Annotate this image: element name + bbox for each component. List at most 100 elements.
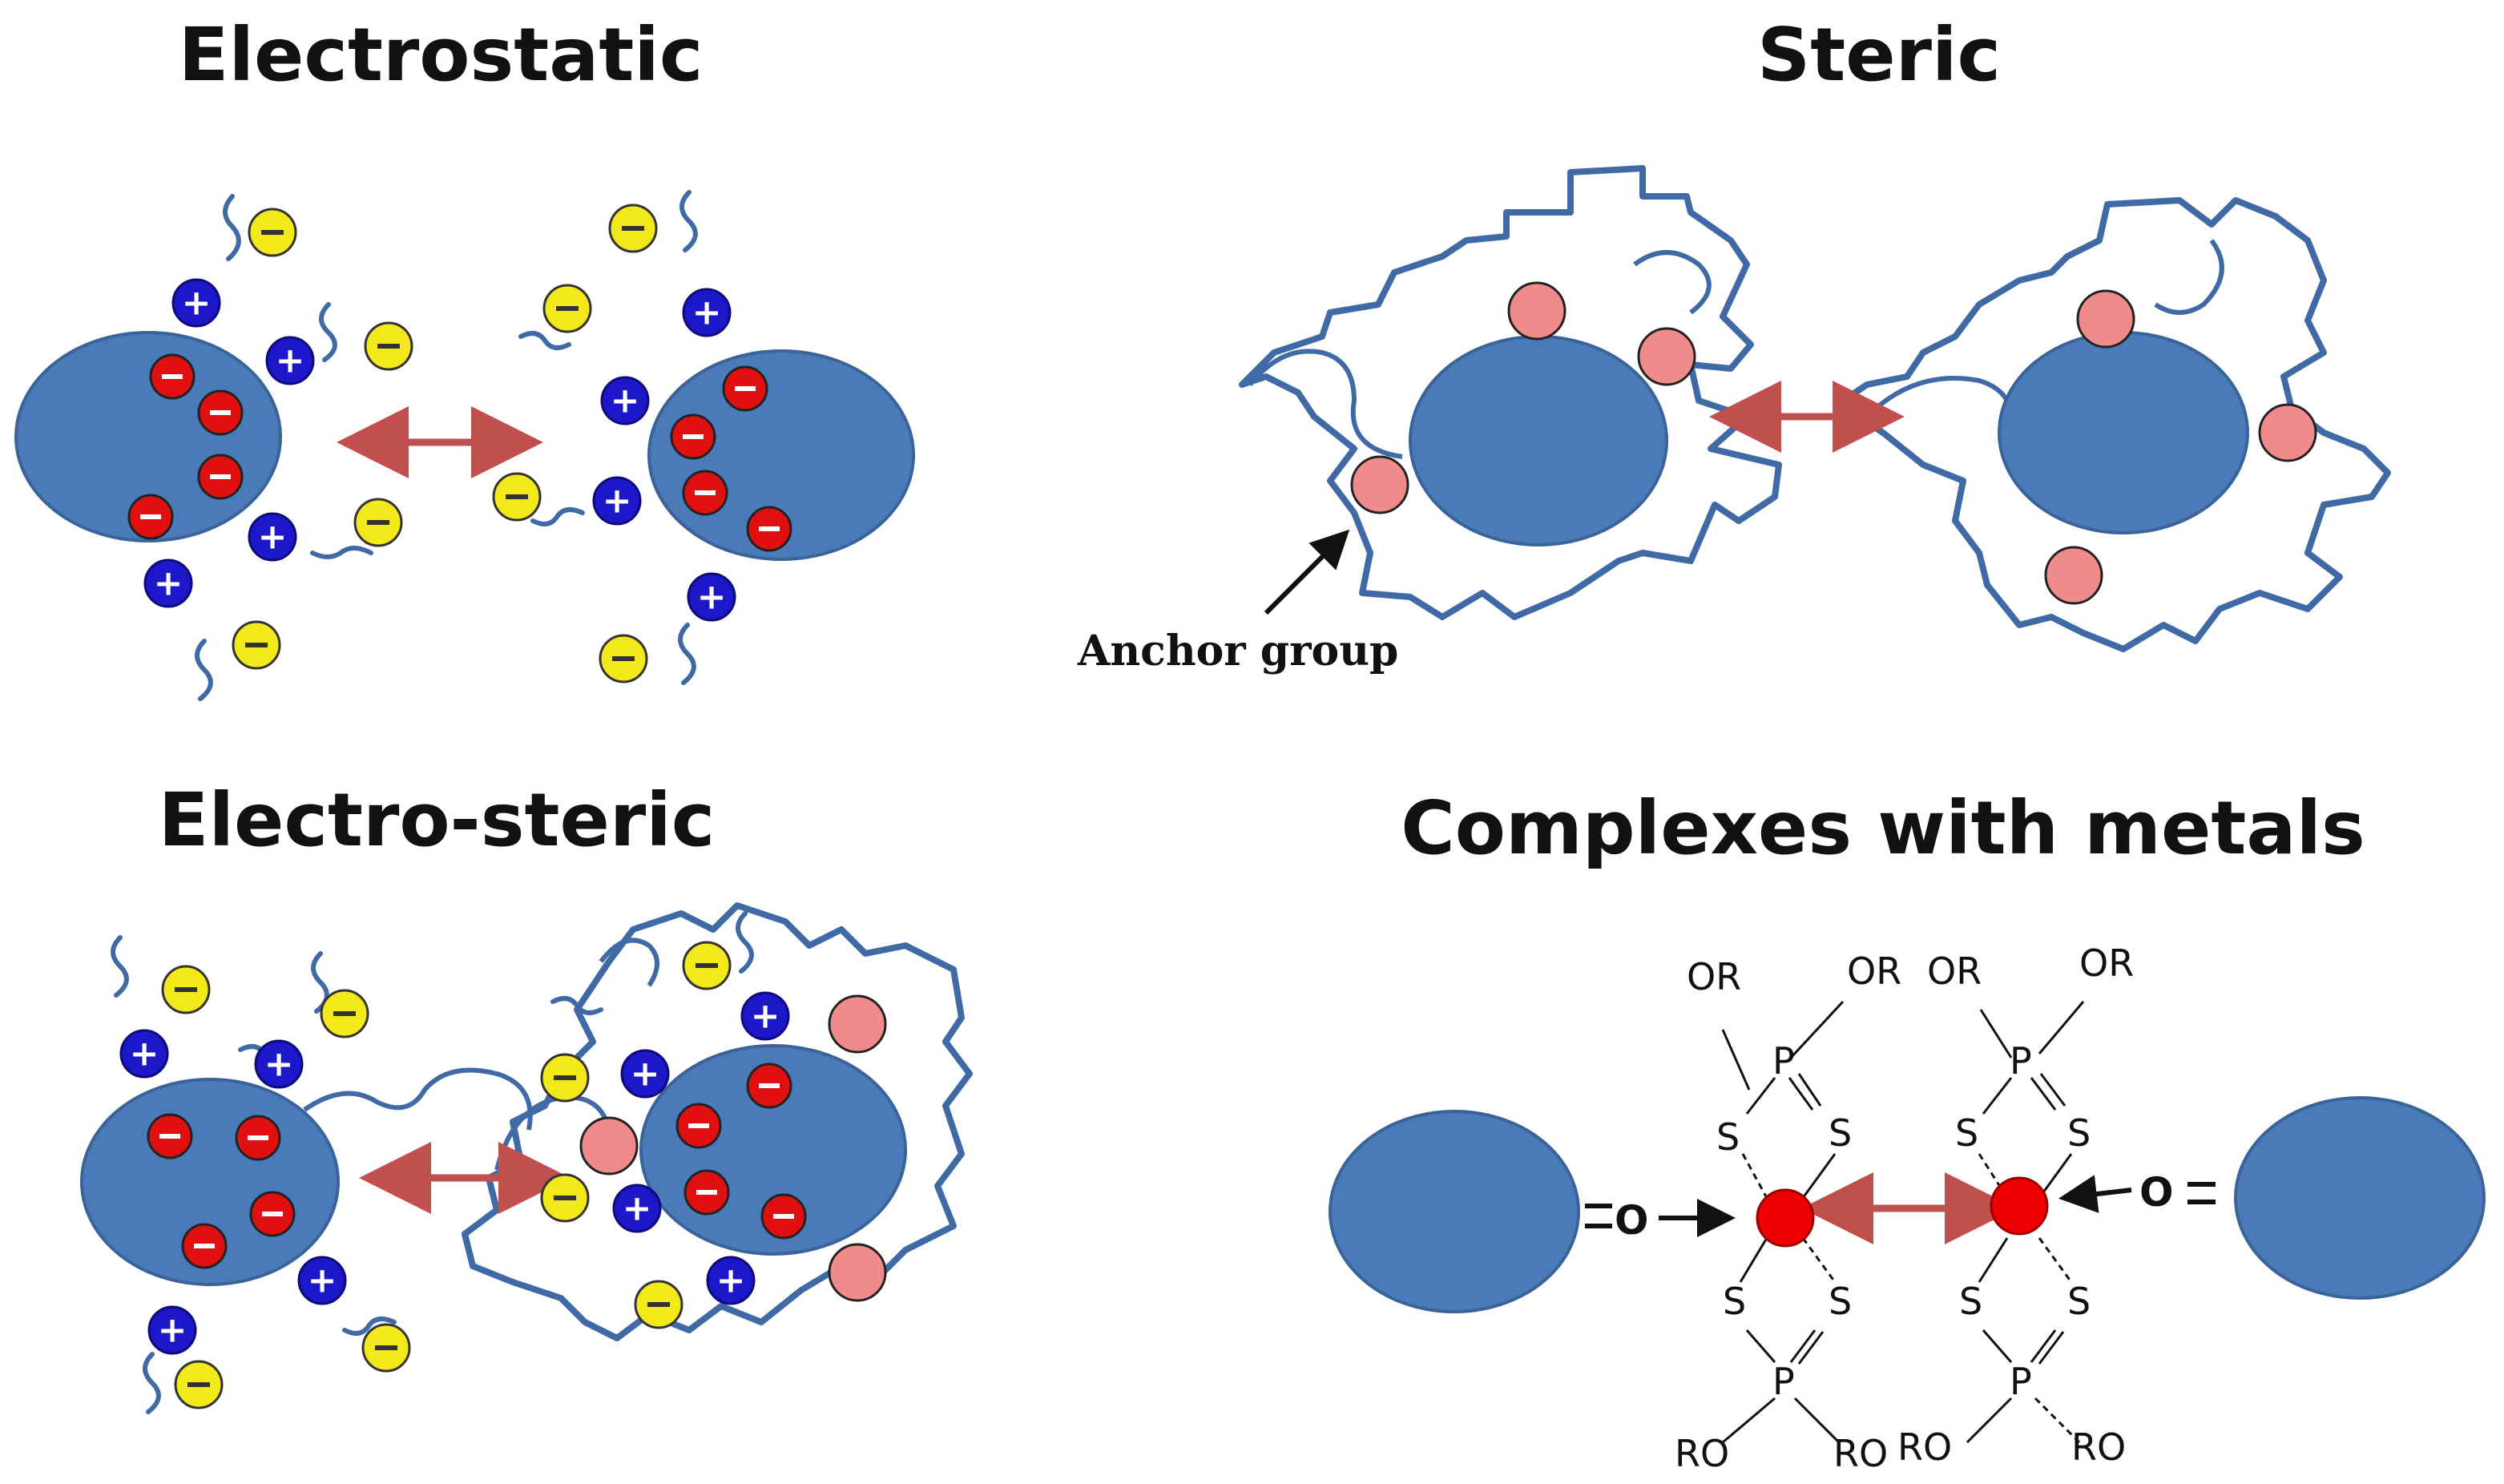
negative-ion [249,1191,296,1237]
counter-ions [161,941,732,1409]
polymer-chain [342,1317,397,1336]
panel-title-electrostatic: Electrostatic [179,12,704,98]
positive-ion: + [119,1029,169,1079]
particle-left [1409,335,1668,546]
ligand-or: OR [1927,950,1982,993]
carbonyl-group-right: O [2058,1169,2216,1216]
ligand-ro: RO [2071,1426,2126,1469]
anchor-group [828,994,887,1054]
svg-text:+: + [631,1054,660,1095]
polymer-loop [303,1067,533,1131]
svg-text:+: + [182,283,212,324]
polymer-chain [518,331,571,350]
sulfur-atom: S [1829,1111,1852,1155]
negative-ion [746,1063,792,1109]
polymer-loop [1865,376,2015,438]
svg-text:+: + [623,1188,652,1229]
polymer-chain [319,302,337,362]
negative-ion [746,506,792,552]
anchor-group [579,1116,639,1176]
svg-text:+: + [264,1044,294,1085]
sulfur-atom: S [1723,1280,1746,1323]
polymer-chain [678,623,696,685]
negative-ion [127,494,174,540]
positive-ions: + + + + + + + + [119,991,790,1355]
negative-ion-free [599,634,648,684]
sulfur-atom: S [1959,1280,1982,1323]
metal-complex-left [1721,1000,1845,1444]
positive-ion: + [600,376,650,425]
polymer-chain [530,507,585,526]
negative-ion-free [540,1053,590,1103]
svg-text:+: + [611,381,640,421]
negative-ion [235,1115,281,1161]
ligand-ro: RO [1675,1432,1729,1475]
panel-title-steric: Steric [1757,12,2001,98]
sulfur-atom: S [1955,1111,1978,1155]
positive-ion: + [248,512,297,562]
complex-left-labels: OR OR P S S S S P RO RO [1675,950,1901,1475]
particle-right [1998,331,2249,534]
polymer-chain [143,1352,161,1414]
svg-text:+: + [751,996,780,1037]
negative-ion [147,1113,193,1159]
svg-text:+: + [130,1034,159,1075]
polymer-chain [550,996,603,1015]
positive-ion: + [147,1305,197,1355]
sulfur-atom: S [1829,1280,1852,1323]
negative-ion-free [353,498,403,547]
polymer-chains [195,190,698,701]
svg-text:+: + [276,341,305,381]
complex-right-labels: OR OR P S S S S P RO RO [1897,942,2134,1469]
metal-center-right [1990,1176,2049,1236]
polymer-chain [111,935,129,998]
particle-surface-charges [147,1063,807,1269]
ligand-or: OR [1847,950,1901,993]
negative-ion-free [542,284,592,333]
negative-ion [149,353,196,400]
positive-ion: + [297,1256,347,1305]
panel-steric: Steric Anchor group [1077,12,2391,675]
sulfur-atom: S [2067,1280,2091,1323]
panel-title-complexes: Complexes with metals [1401,785,2365,871]
negative-ion [722,365,768,412]
particle-right [2234,1096,2486,1300]
anchor-group [2258,403,2317,462]
positive-ions: + + + + + + + + [143,278,736,622]
polymer-loop [1248,349,1403,459]
negative-ion [670,413,716,460]
phosphorus-atom: P [1772,1360,1795,1403]
negative-ion-free [364,321,413,371]
phosphorus-atom: P [1772,1039,1795,1083]
negative-ion-free [232,620,281,670]
negative-ion-free [608,204,658,253]
positive-ion: + [265,336,315,385]
negative-ion [682,470,728,516]
oxygen-atom: O [2139,1169,2174,1216]
anchor-group [1350,455,1409,514]
oxygen-atom: O [1615,1197,1649,1244]
anchor-pointer-arrow [1264,529,1350,615]
metal-center-left [1756,1188,1815,1248]
svg-text:+: + [258,517,288,558]
anchor-group [828,1243,887,1302]
svg-text:+: + [697,577,727,618]
negative-ion [197,454,244,500]
anchor-group [2044,546,2103,605]
panel-electrostatic: Electrostatic + [14,12,915,701]
positive-ion: + [254,1039,304,1089]
negative-ion [181,1223,228,1269]
positive-ion: + [592,476,642,526]
negative-ion-free [682,941,732,990]
anchor-group [1507,281,1567,341]
positive-ion: + [687,572,736,622]
svg-text:+: + [158,1310,187,1351]
negative-ion-free [320,989,369,1038]
svg-text:+: + [308,1260,337,1301]
negative-ion-free [634,1280,683,1329]
polymer-loop [599,938,659,987]
anchor-groups [579,994,887,1302]
counter-ions [232,204,658,684]
polymer-shell-left [1239,165,1782,620]
polymer-loop [2154,239,2224,315]
